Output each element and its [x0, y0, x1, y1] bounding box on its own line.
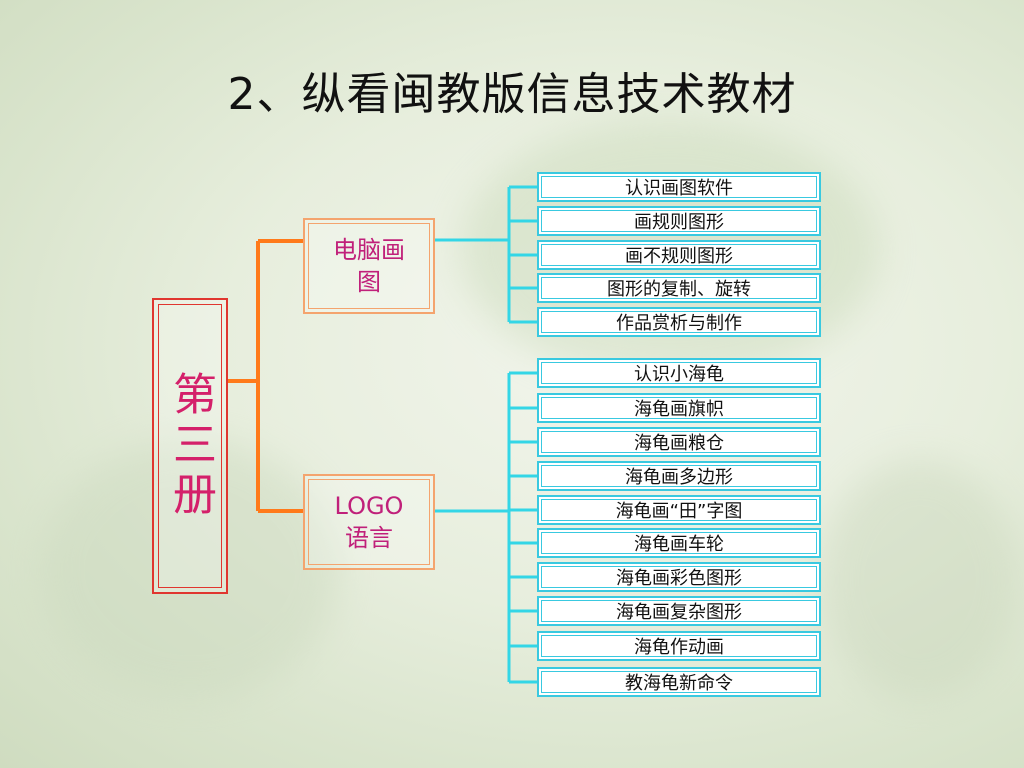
leaf-label: 海龟画多边形 [625, 467, 733, 488]
leaf-node: 海龟画多边形 [537, 461, 821, 491]
leaf-label: 图形的复制、旋转 [607, 279, 751, 300]
leaf-label: 海龟画旗帜 [634, 399, 724, 420]
leaf-node: 教海龟新命令 [537, 667, 821, 697]
leaf-label: 认识小海龟 [634, 364, 724, 385]
root-label: 第三册 [165, 371, 216, 521]
background-shape [40, 440, 340, 700]
branch-node-logo: LOGO 语言 [303, 474, 435, 570]
leaf-node: 图形的复制、旋转 [537, 273, 821, 303]
leaf-node: 认识小海龟 [537, 358, 821, 388]
leaf-label: 画规则图形 [634, 212, 724, 233]
root-node: 第三册 [152, 298, 228, 594]
branch-label: 电脑画 图 [333, 235, 405, 296]
leaf-label: 海龟画“田”字图 [615, 501, 743, 522]
leaf-label: 海龟画彩色图形 [616, 568, 742, 589]
leaf-label: 作品赏析与制作 [616, 313, 742, 334]
leaf-label: 海龟画复杂图形 [616, 602, 742, 623]
leaf-label: 海龟作动画 [634, 637, 724, 658]
background-shape [820, 460, 1020, 700]
leaf-label: 画不规则图形 [625, 246, 733, 267]
leaf-node: 海龟画车轮 [537, 528, 821, 558]
leaf-node: 画规则图形 [537, 206, 821, 236]
leaf-node: 海龟画旗帜 [537, 393, 821, 423]
leaf-label: 教海龟新命令 [625, 673, 733, 694]
leaf-node: 海龟作动画 [537, 631, 821, 661]
leaf-node: 海龟画复杂图形 [537, 596, 821, 626]
leaf-node: 海龟画彩色图形 [537, 562, 821, 592]
branch-node-drawing: 电脑画 图 [303, 218, 435, 314]
branch-label: LOGO 语言 [334, 491, 404, 552]
leaf-label: 认识画图软件 [625, 178, 733, 199]
leaf-node: 作品赏析与制作 [537, 307, 821, 337]
page-title: 2、纵看闽教版信息技术教材 [227, 69, 797, 120]
leaf-label: 海龟画车轮 [634, 534, 724, 555]
leaf-label: 海龟画粮仓 [634, 433, 724, 454]
leaf-node: 海龟画粮仓 [537, 427, 821, 457]
leaf-node: 认识画图软件 [537, 172, 821, 202]
leaf-node: 画不规则图形 [537, 240, 821, 270]
leaf-node: 海龟画“田”字图 [537, 495, 821, 525]
